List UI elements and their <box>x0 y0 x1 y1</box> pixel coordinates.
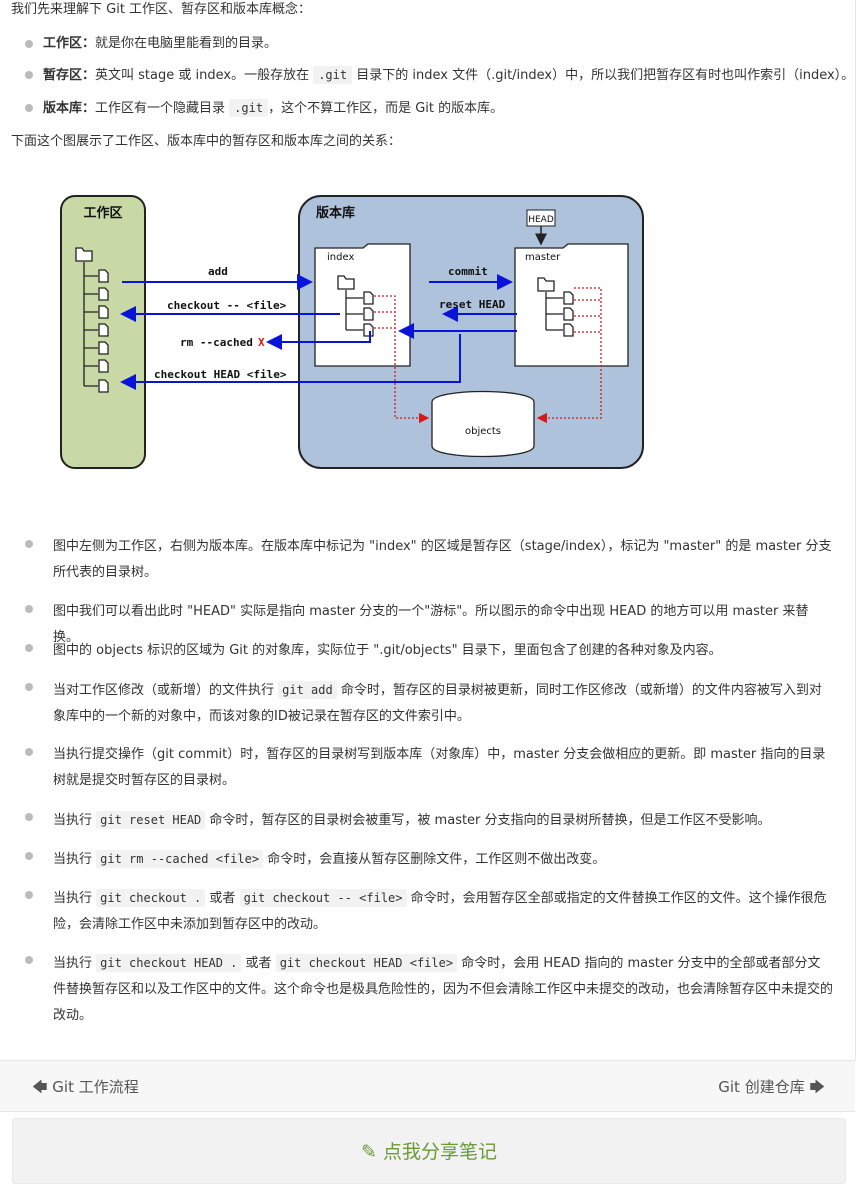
bullet-icon <box>25 748 33 756</box>
inline-code: git checkout HEAD . <box>96 954 242 972</box>
note-text: 当对工作区修改（或新增）的文件执行 <box>53 683 279 698</box>
edit-icon: ✎ <box>361 1141 377 1163</box>
rm-cached-arrow <box>266 331 371 350</box>
note-text: 或者 <box>241 956 276 971</box>
arrow-left-icon: 🡄 <box>32 1078 48 1096</box>
note-text: 命令时，暂存区的目录树会被重写，被 master 分支指向的目录树所替换，但是工… <box>205 813 771 828</box>
bullet-icon <box>25 956 33 964</box>
intro-text: 我们先来理解下 Git 工作区、暂存区和版本库概念： <box>11 2 312 17</box>
note-text: 命令时，暂存区的目录树被更新，同时工作区修改（或新增）的文件内容被写入到对象库中… <box>53 683 822 724</box>
inline-code: git checkout -- <file> <box>239 889 407 907</box>
master-label: master <box>525 252 561 263</box>
note-text: 当执行 <box>53 891 97 906</box>
cmd-rm-cached: rm --cached <box>180 336 253 349</box>
cmd-checkout-head: checkout HEAD <file> <box>154 368 287 381</box>
cmd-checkout-file: checkout -- <file> <box>167 299 287 312</box>
bullet-icon <box>25 540 33 548</box>
note-text: 命令时，会直接从暂存区删除文件，工作区则不做出改变。 <box>263 852 606 867</box>
concept-desc: 目录下的 index 文件（.git/index）中，所以我们把暂存区有时也叫作… <box>352 68 855 83</box>
bullet-icon <box>25 40 33 48</box>
bullet-icon <box>25 891 33 899</box>
inline-code: .git <box>313 66 353 84</box>
repository-label: 版本库 <box>316 205 355 221</box>
inline-code: git checkout . <box>96 889 206 907</box>
cmd-add: add <box>208 265 228 278</box>
inline-code: git reset HEAD <box>96 811 206 829</box>
bullet-icon <box>25 644 33 652</box>
checkout-head-arrow <box>120 334 461 390</box>
bullet-icon <box>25 683 33 691</box>
concept-desc: ，这个不算工作区，而是 Git 的版本库。 <box>268 101 504 116</box>
note-text: 当执行 <box>53 956 97 971</box>
prev-page-link[interactable]: 🡄 Git 工作流程 <box>32 1076 139 1102</box>
objects-label: objects <box>465 426 501 437</box>
objects-store <box>431 390 535 458</box>
cmd-commit: commit <box>448 265 488 278</box>
inline-code: git add <box>278 681 337 699</box>
head-label: HEAD <box>528 215 554 225</box>
next-page-link[interactable]: Git 创建仓库 🡆 <box>718 1076 825 1102</box>
share-note-button[interactable]: ✎ 点我分享笔记 <box>12 1118 846 1184</box>
inline-code: .git <box>229 99 269 117</box>
concept-term: 暂存区： <box>43 68 96 83</box>
note-text: 当执行 <box>53 813 97 828</box>
inline-code: git checkout HEAD <file> <box>275 954 458 972</box>
inline-code: git rm --cached <file> <box>96 850 264 868</box>
bullet-icon <box>25 71 33 79</box>
object-links <box>374 287 602 424</box>
index-folder <box>314 243 411 367</box>
prev-page-label: Git 工作流程 <box>52 1078 139 1096</box>
cmd-reset-head: reset HEAD <box>439 298 506 311</box>
master-tree <box>537 277 574 337</box>
share-note-label: 点我分享笔记 <box>382 1141 497 1163</box>
note-text: 或者 <box>205 891 240 906</box>
concept-term: 版本库： <box>43 101 96 116</box>
article-body: 我们先来理解下 Git 工作区、暂存区和版本库概念： 工作区：就是你在电脑里能看… <box>11 0 856 1060</box>
git-areas-diagram: 工作区 版本库 HEAD index master <box>60 195 644 469</box>
bullet-icon <box>25 104 33 112</box>
note-text: 图中左侧为工作区，右侧为版本库。在版本库中标记为 "index" 的区域是暂存区… <box>53 539 832 580</box>
concept-desc: 就是你在电脑里能看到的目录。 <box>95 36 278 51</box>
cmd-rm-mark: X <box>258 336 265 349</box>
workspace-tree <box>75 247 109 393</box>
arrow-right-icon: 🡆 <box>809 1078 826 1096</box>
note-text: 命令时，会用暂存区全部或指定的文件替换工作区的文件。这个操作很危险，会清除工作区… <box>53 891 827 932</box>
concept-desc: 工作区有一个隐藏目录 <box>95 101 230 116</box>
master-folder <box>514 243 629 367</box>
bullet-icon <box>25 605 33 613</box>
note-text: 图中的 objects 标识的区域为 Git 的对象库，实际位于 ".git/o… <box>53 643 722 658</box>
concept-term: 工作区： <box>43 36 96 51</box>
next-page-label: Git 创建仓库 <box>718 1078 805 1096</box>
pagination-bar: 🡄 Git 工作流程 Git 创建仓库 🡆 <box>0 1060 855 1112</box>
note-text: 图中我们可以看出此时 "HEAD" 实际是指向 master 分支的一个"游标"… <box>53 604 809 645</box>
note-text: 当执行 <box>53 852 97 867</box>
workspace-label: 工作区 <box>83 205 122 221</box>
concept-desc: 英文叫 stage 或 index。一般存放在 <box>95 68 314 83</box>
index-tree <box>337 275 374 337</box>
diagram-intro: 下面这个图展示了工作区、版本库中的暂存区和版本库之间的关系： <box>11 134 402 149</box>
bullet-icon <box>25 813 33 821</box>
note-text: 当执行提交操作（git commit）时，暂存区的目录树写到版本库（对象库）中，… <box>53 747 826 788</box>
index-label: index <box>327 252 354 263</box>
bullet-icon <box>25 852 33 860</box>
note-text: 命令时，会用 HEAD 指向的 master 分支中的全部或者部分文件替换暂存区… <box>53 956 834 1023</box>
